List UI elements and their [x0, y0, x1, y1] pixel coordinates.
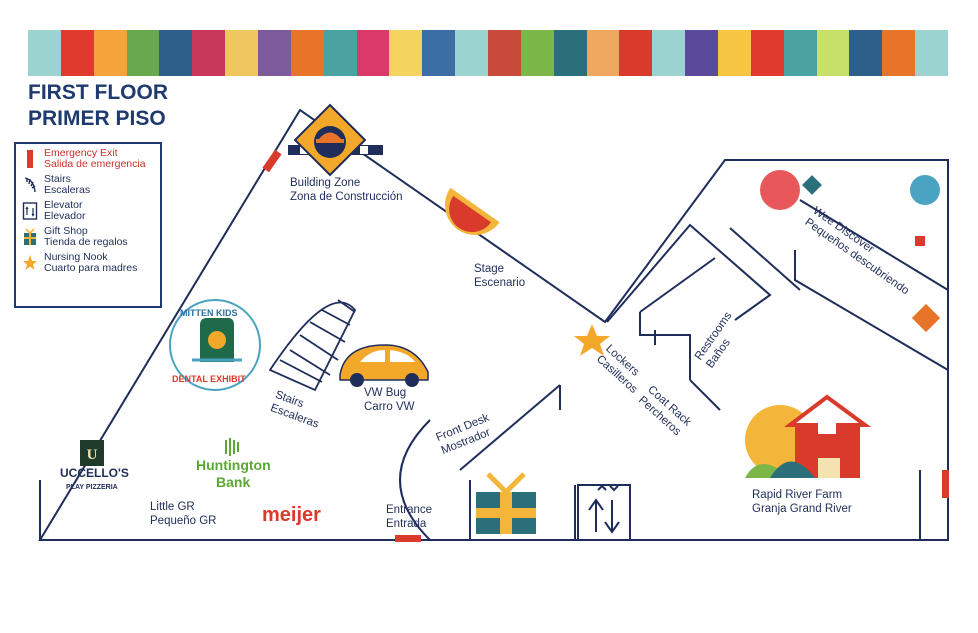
wall-inner	[729, 227, 801, 291]
wall-inner	[689, 379, 721, 411]
banner-tile	[126, 30, 160, 76]
banner-tile	[882, 30, 916, 76]
legend-label: Emergency Exit	[44, 147, 118, 159]
mitten-kids-subtitle: DENTAL EXHIBIT	[172, 374, 246, 384]
banner-tile	[586, 30, 620, 76]
mitten-kids-logo	[169, 299, 261, 391]
huntington-name: Huntington	[196, 457, 271, 473]
banner-tile	[356, 30, 390, 76]
banner-tile	[60, 30, 94, 76]
banner-tile	[192, 30, 226, 76]
elevator-icon	[22, 200, 38, 222]
banner-tile	[783, 30, 817, 76]
banner-tile	[520, 30, 554, 76]
wall-inner	[399, 419, 431, 541]
wall-inner	[606, 223, 772, 323]
building-zone-icon	[288, 103, 383, 177]
banner-tile	[849, 30, 883, 76]
legend-label-es: Cuarto para madres	[44, 262, 138, 274]
wall-inner	[639, 312, 691, 380]
legend-label: Nursing Nook	[44, 251, 108, 263]
banner-tile	[323, 30, 357, 76]
stairs-icon	[22, 174, 38, 196]
banner-tile	[619, 30, 653, 76]
banner-tile	[28, 30, 61, 76]
banner-tile	[290, 30, 324, 76]
banner-tile	[258, 30, 291, 76]
wall-inner	[799, 199, 949, 291]
stairs-icon	[268, 299, 357, 392]
banner-tile	[389, 30, 423, 76]
legend-label: Elevator	[44, 199, 83, 211]
banner-tile	[816, 30, 850, 76]
wall-outline	[38, 108, 949, 541]
gift-icon	[476, 472, 536, 534]
svg-text:U: U	[87, 447, 98, 463]
banner-tile	[915, 30, 949, 76]
banner-tile	[93, 30, 127, 76]
barn-icon	[745, 394, 872, 478]
star-icon	[22, 252, 38, 274]
decorative-circle	[910, 175, 940, 205]
floor-title: FIRST FLOOR PRIMER PISO	[28, 80, 168, 132]
banner-tile	[685, 30, 719, 76]
decorative-diamond	[911, 303, 941, 333]
wall-inner	[794, 250, 949, 371]
legend-label-es: Elevador	[44, 210, 86, 222]
legend-label-es: Salida de emergencia	[44, 158, 146, 170]
elevator-icon	[577, 484, 631, 541]
banner-tile	[159, 30, 193, 76]
banner-tile	[422, 30, 456, 76]
huntington-bank: Bank	[216, 474, 251, 490]
wall-inner	[639, 257, 716, 313]
emergency-exit-marker	[942, 470, 949, 498]
floor-title-en: FIRST FLOOR	[28, 81, 168, 104]
banner-tile	[225, 30, 259, 76]
banner-tile	[750, 30, 784, 76]
gift-icon	[22, 226, 38, 248]
floor-title-es: PRIMER PISO	[28, 107, 166, 130]
decorative-circle	[760, 170, 800, 210]
huntington-logo	[225, 438, 239, 456]
legend-label-es: Escaleras	[44, 184, 91, 196]
emergency-exit-marker	[395, 535, 421, 542]
star-icon	[574, 324, 610, 356]
banner-tile	[718, 30, 751, 76]
decorative-banner	[28, 30, 949, 76]
legend-label: Stairs	[44, 173, 71, 185]
uccellos-logo: U	[80, 440, 104, 466]
legend-label-es: Tienda de regalos	[44, 236, 128, 248]
uccellos-title: UCCELLO'S	[60, 466, 129, 480]
decorative-diamond	[802, 175, 822, 195]
legend-label: Gift Shop	[44, 225, 88, 237]
emergency-exit-marker	[262, 149, 282, 173]
meijer-logo: meijer	[262, 504, 321, 526]
banner-tile	[652, 30, 686, 76]
vw-bug-icon	[339, 344, 429, 387]
emergency-exit-icon	[22, 148, 38, 170]
banner-tile	[455, 30, 489, 76]
uccellos-subtitle: PLAY PIZZERIA	[66, 484, 118, 491]
decorative-square	[915, 236, 925, 246]
wall-inner	[459, 384, 561, 471]
banner-tile	[553, 30, 587, 76]
banner-tile	[488, 30, 521, 76]
mitten-kids-title: MITTEN KIDS	[180, 308, 238, 318]
stage-icon	[445, 187, 500, 235]
